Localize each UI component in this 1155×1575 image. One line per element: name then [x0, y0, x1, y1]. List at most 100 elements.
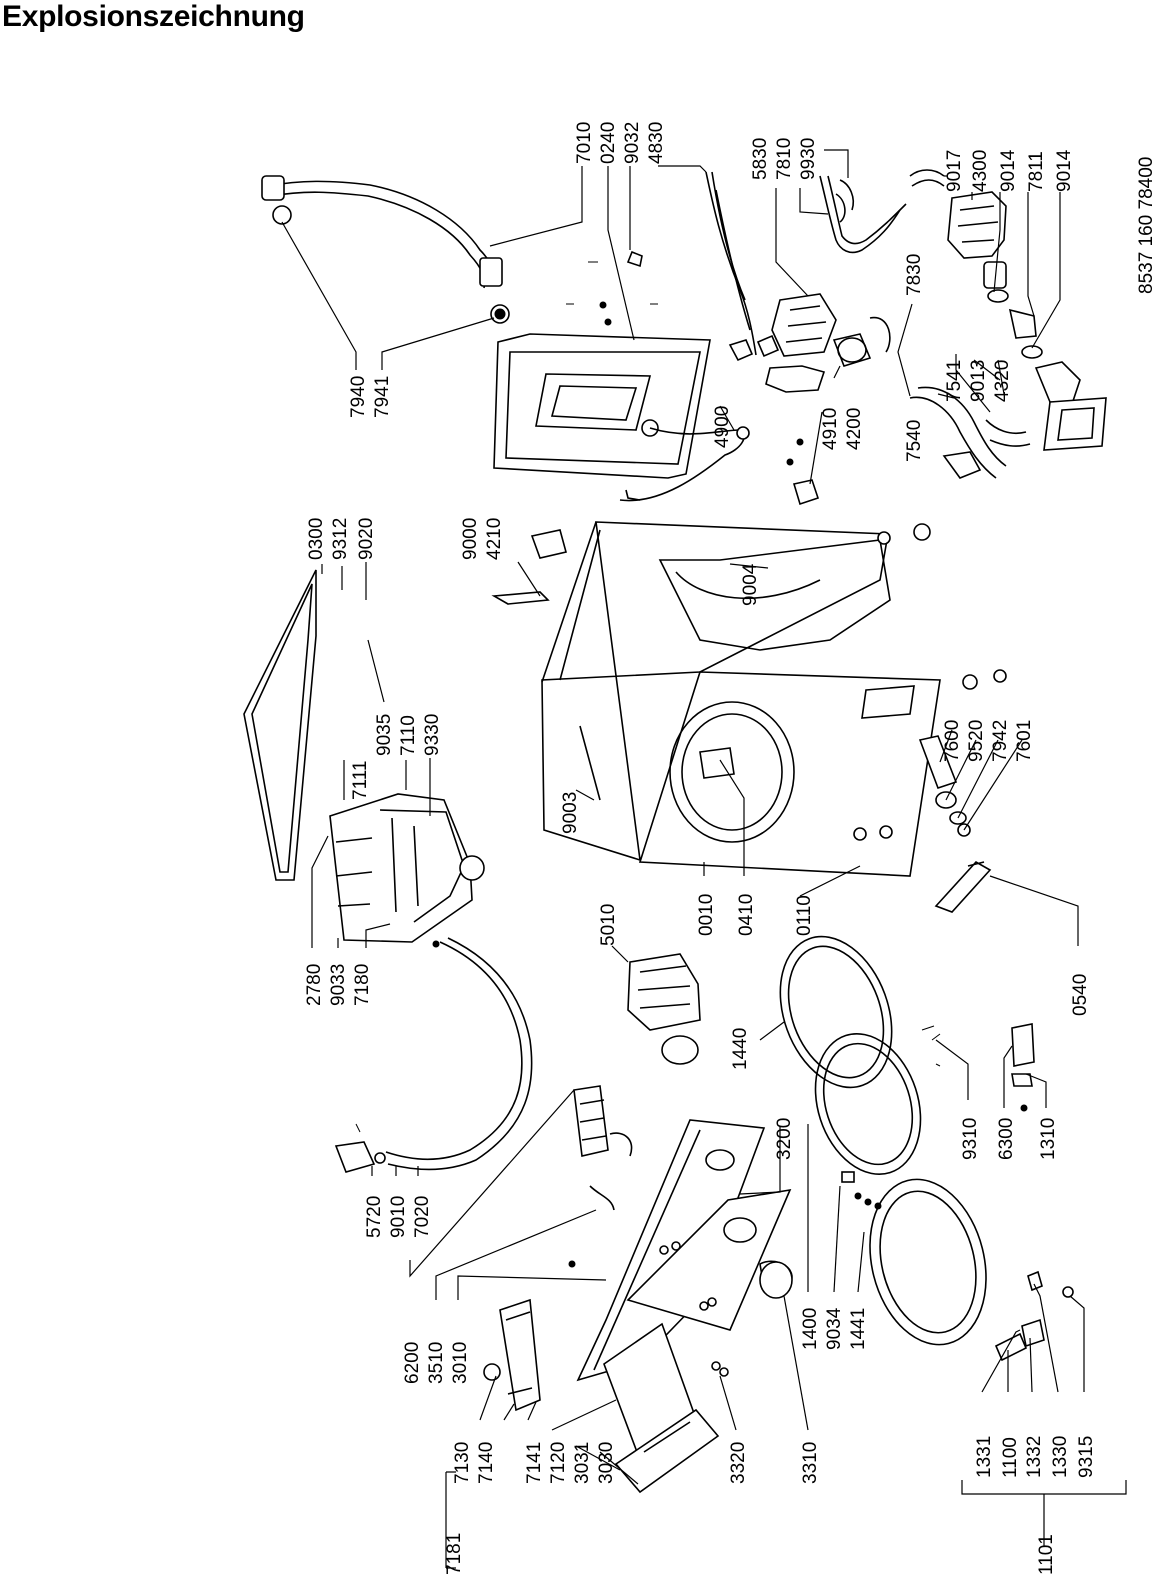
- label-5830: 5830: [750, 138, 771, 180]
- label-5010: 5010: [598, 904, 619, 946]
- label-4210: 4210: [484, 518, 505, 560]
- label-9035: 9035: [374, 714, 395, 756]
- label-5720: 5720: [364, 1196, 385, 1238]
- label-7600: 7600: [942, 720, 963, 762]
- top-gasket-0300: [243, 569, 317, 881]
- label-9014-a: 9014: [998, 149, 1019, 192]
- label-9330: 9330: [422, 714, 443, 756]
- label-2780: 2780: [304, 964, 325, 1006]
- inlet-hose-7010: [261, 175, 510, 324]
- label-4200: 4200: [844, 408, 865, 450]
- control-board-5010: [627, 953, 701, 1065]
- switch-block-6200: [568, 1085, 633, 1268]
- label-3010: 3010: [450, 1342, 471, 1384]
- label-7942: 7942: [990, 720, 1011, 762]
- fill-hose-7020: [334, 937, 533, 1173]
- label-1400: 1400: [800, 1308, 821, 1350]
- label-7020: 7020: [412, 1196, 433, 1238]
- label-4830: 4830: [646, 122, 667, 164]
- cabinet-0010: [541, 521, 941, 877]
- bracket-9000: [491, 529, 567, 605]
- label-1440: 1440: [730, 1028, 751, 1070]
- label-7811: 7811: [1026, 151, 1047, 192]
- pressure-hose-7810: [819, 175, 907, 254]
- label-1331: 1331: [974, 1436, 995, 1478]
- label-7941: 7941: [372, 376, 393, 418]
- label-7140: 7140: [476, 1442, 497, 1484]
- label-0540: 0540: [1070, 974, 1091, 1016]
- control-module-5830: [765, 293, 837, 393]
- screws-9032: [566, 250, 658, 326]
- drain-pump-4300: [909, 169, 1107, 451]
- label-7601: 7601: [1014, 720, 1035, 762]
- label-4320: 4320: [992, 360, 1013, 402]
- label-9310: 9310: [960, 1118, 981, 1160]
- label-9013: 9013: [968, 360, 989, 402]
- label-7180: 7180: [352, 964, 373, 1006]
- label-9010: 9010: [388, 1196, 409, 1238]
- label-9003: 9003: [560, 792, 581, 834]
- label-3320: 3320: [728, 1442, 749, 1484]
- leader-lines: [281, 149, 1127, 1569]
- label-7141: 7141: [524, 1442, 545, 1484]
- label-1101: 1101: [1036, 1534, 1057, 1575]
- top-cover-0240: [493, 333, 750, 502]
- label-4910: 4910: [820, 408, 841, 450]
- label-9315: 9315: [1076, 1436, 1097, 1478]
- label-3030: 3030: [596, 1442, 617, 1484]
- label-6300: 6300: [996, 1118, 1017, 1160]
- label-4300: 4300: [970, 150, 991, 192]
- program-knob-3310: [759, 1261, 793, 1299]
- label-6200: 6200: [402, 1342, 423, 1384]
- label-0300: 0300: [306, 518, 327, 560]
- label-7540: 7540: [904, 420, 925, 462]
- capacitor-4200: [786, 317, 891, 506]
- label-3510: 3510: [426, 1342, 447, 1384]
- screws-9034: [841, 1171, 882, 1210]
- filter-flap-0540: [934, 860, 992, 913]
- label-9014-b: 9014: [1054, 149, 1075, 192]
- label-9032: 9032: [622, 122, 643, 164]
- label-7830: 7830: [904, 254, 925, 296]
- label-9017: 9017: [944, 150, 965, 192]
- label-1441: 1441: [848, 1308, 869, 1350]
- label-9004: 9004: [740, 563, 761, 606]
- door-ring-1400: [814, 1033, 922, 1175]
- sump-hose-7540: [909, 386, 1031, 479]
- control-panel-3010: [576, 1119, 793, 1382]
- label-9312: 9312: [330, 518, 351, 560]
- label-1310: 1310: [1038, 1118, 1059, 1160]
- label-4900: 4900: [712, 406, 733, 448]
- label-9520: 9520: [966, 720, 987, 762]
- label-7010: 7010: [574, 122, 595, 164]
- label-9000: 9000: [460, 518, 481, 560]
- label-0110: 0110: [794, 895, 815, 936]
- label-doc-number: 8537 160 78400: [1136, 157, 1155, 294]
- label-7541: 7541: [944, 360, 965, 402]
- page-title: Explosionszeichnung: [2, 0, 305, 33]
- label-9034: 9034: [824, 1307, 845, 1350]
- label-0240: 0240: [598, 122, 619, 164]
- label-3200: 3200: [774, 1118, 795, 1160]
- label-1100: 1100: [1000, 1437, 1021, 1478]
- detergent-dispenser-7110: [329, 793, 485, 948]
- wiring-harness-4830: [705, 171, 780, 362]
- part-labels: 7010 0240 9032 4830 5830 7810 9930 9017 …: [304, 122, 1155, 1575]
- label-7181: 7181: [444, 1533, 465, 1575]
- label-1330: 1330: [1050, 1436, 1071, 1478]
- label-7130: 7130: [452, 1442, 473, 1484]
- label-0410: 0410: [736, 894, 757, 936]
- label-1332: 1332: [1024, 1436, 1045, 1478]
- door-seal-1440: [779, 935, 893, 1089]
- label-7110: 7110: [398, 715, 419, 756]
- door-glass-1441: [869, 1178, 987, 1346]
- label-9020: 9020: [356, 518, 377, 560]
- label-7940: 7940: [348, 376, 369, 418]
- label-0010: 0010: [696, 894, 717, 936]
- label-3310: 3310: [800, 1442, 821, 1484]
- door-lock-6300: [921, 1023, 1035, 1112]
- shock-absorber-7600: [853, 669, 1007, 841]
- door-handle-7140: [483, 1298, 541, 1412]
- label-3031: 3031: [572, 1442, 593, 1484]
